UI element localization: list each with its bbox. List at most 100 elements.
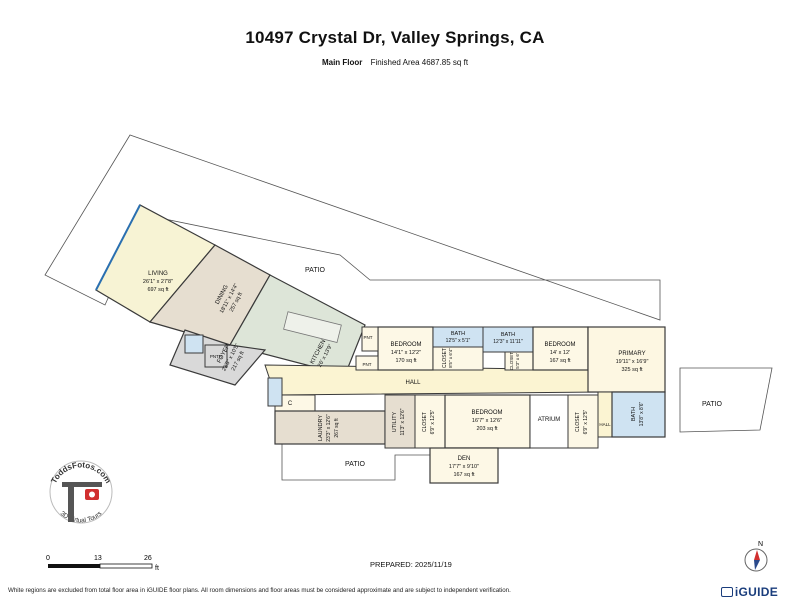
compass-icon: N — [744, 541, 768, 572]
bath1-name: BATH — [451, 331, 465, 337]
utility-name: UTILITY — [392, 411, 398, 432]
bedroom2-area: 167 sq ft — [549, 358, 571, 364]
laundry-area: 267 sq ft — [334, 418, 340, 438]
scale-seg-1 — [48, 564, 100, 568]
closet1-name: CLOSET — [442, 348, 448, 368]
c-name: C — [288, 401, 293, 407]
primary-area: 325 sq ft — [621, 367, 643, 373]
living-dims: 26'1" x 27'8" — [143, 279, 173, 285]
patio-right-name: PATIO — [702, 401, 723, 408]
primary-room — [587, 326, 666, 393]
utility-dims: 11'3" x 12'6" — [400, 408, 406, 435]
patio-top-outline — [44, 134, 661, 321]
laundry-label: LAUNDRY 23'3" x 12'6" 267 sq ft — [318, 414, 340, 442]
scale-tick-0: 0 — [46, 555, 50, 562]
bath-foyer-2 — [184, 334, 204, 354]
kitchen-island — [283, 311, 342, 343]
pnt2-name: PNT — [363, 362, 372, 367]
logo-post — [68, 482, 74, 522]
bath-foyer — [267, 377, 283, 407]
room-labels: LIVING 26'1" x 27'8" 697 sq ft DINING 18… — [143, 267, 723, 478]
living-window — [95, 204, 141, 291]
footer-disclaimer: White regions are excluded from total fl… — [8, 587, 511, 594]
closet-1 — [432, 346, 484, 371]
bath3-label: BATH 13'8" x 8'6" — [631, 401, 645, 426]
pntr-name: PNTR — [210, 354, 223, 359]
bedroom1-name: BEDROOM — [390, 342, 421, 348]
pnt-1 — [361, 326, 379, 352]
camera-lens-icon — [89, 491, 95, 498]
bedroom3-dims: 16'7" x 12'6" — [472, 418, 502, 424]
patio-bottom-name: PATIO — [345, 461, 366, 468]
closet1-label: CLOSET 8'5" x 6'4" — [442, 348, 453, 368]
bedroom-1 — [377, 326, 434, 371]
utility-room — [384, 394, 416, 449]
compass-ring — [744, 548, 768, 572]
patio-top-name: PATIO — [305, 267, 326, 274]
bedroom1-dims: 14'1" x 12'2" — [391, 350, 421, 356]
prepared-date: PREPARED: 2025/11/19 — [370, 560, 452, 569]
floor-label: Main Floor — [321, 58, 363, 67]
finished-area: Finished Area 4687.85 sq ft — [370, 58, 469, 67]
bath2-name: BATH — [501, 332, 515, 338]
bath-2 — [482, 326, 534, 353]
closet2-dims: 5'3" x 6' — [515, 353, 520, 369]
den-room — [429, 447, 499, 484]
primary-name: PRIMARY — [618, 351, 645, 357]
closet2-name: CLOSET — [509, 352, 514, 370]
bath-1 — [432, 326, 484, 348]
iguide-brand-name: iGUIDE — [734, 585, 778, 599]
pnt1-name: PNT — [364, 335, 373, 340]
closet1-dims: 8'5" x 6'4" — [448, 348, 453, 368]
logo-brand: ToddsFotos.com — [49, 460, 112, 485]
bedroom2-dims: 14' x 12' — [550, 350, 570, 356]
patio-right-outline — [679, 367, 773, 433]
laundry-name: LAUNDRY — [318, 415, 324, 442]
living-area: 697 sq ft — [147, 287, 169, 293]
laundry-dims: 23'3" x 12'6" — [326, 414, 332, 442]
hall-name: HALL — [405, 380, 421, 386]
bath3-dims: 13'8" x 8'6" — [639, 401, 645, 426]
scale-seg-2 — [99, 563, 153, 569]
closet2-label: CLOSET 5'3" x 6' — [509, 352, 520, 370]
plan-title: 10497 Crystal Dr, Valley Springs, CA — [245, 28, 545, 47]
closet3-label: CLOSET 6'9" x 12'5" — [422, 409, 436, 434]
bedroom3-name: BEDROOM — [471, 410, 502, 416]
tour-logo: ToddsFotos.com 3D Virtual Tours — [49, 460, 113, 525]
logo-tagline: 3D Virtual Tours — [59, 510, 104, 525]
laundry-room — [274, 410, 386, 445]
closet3-dims: 6'9" x 12'5" — [430, 409, 436, 434]
utility-label: UTILITY 11'3" x 12'6" — [392, 408, 406, 435]
iguide-brand: iGUIDE — [720, 585, 778, 599]
den-area: 167 sq ft — [453, 472, 475, 478]
bedroom1-area: 170 sq ft — [395, 358, 417, 364]
bath2-dims: 12'3" x 11'11" — [493, 339, 523, 345]
closet4-label: CLOSET 6'9" x 12'5" — [575, 409, 589, 434]
iguide-logo-icon — [720, 587, 733, 597]
compass-needle-south — [754, 560, 760, 570]
logo-beam — [62, 482, 102, 487]
pntr-room — [204, 344, 228, 368]
hall-small-name: HALL — [599, 422, 611, 427]
bedroom2-name: BEDROOM — [544, 342, 575, 348]
scale-tick-13: 13 — [94, 555, 102, 562]
bath1-dims: 12'5" x 5'1" — [446, 338, 471, 344]
scale-bar: 0 13 26 ft — [46, 555, 159, 572]
den-dims: 17'7" x 9'10" — [449, 464, 479, 470]
atrium-name: ATRIUM — [538, 417, 561, 423]
scale-unit: ft — [155, 565, 159, 572]
bedroom-3 — [444, 394, 531, 449]
hall-small — [597, 391, 613, 438]
scale-tick-26: 26 — [144, 555, 152, 562]
atrium-space — [529, 394, 569, 449]
bedroom3-area: 203 sq ft — [476, 426, 498, 432]
compass-needle-north — [754, 550, 760, 560]
closet3-name: CLOSET — [422, 412, 428, 432]
den-name: DEN — [458, 456, 471, 462]
living-name: LIVING — [148, 271, 168, 277]
plan-subtitle: Main Floor Finished Area 4687.85 sq ft — [0, 58, 790, 67]
logo-ring — [49, 460, 113, 524]
bath-3 — [611, 391, 666, 438]
compass-north: N — [758, 541, 763, 548]
